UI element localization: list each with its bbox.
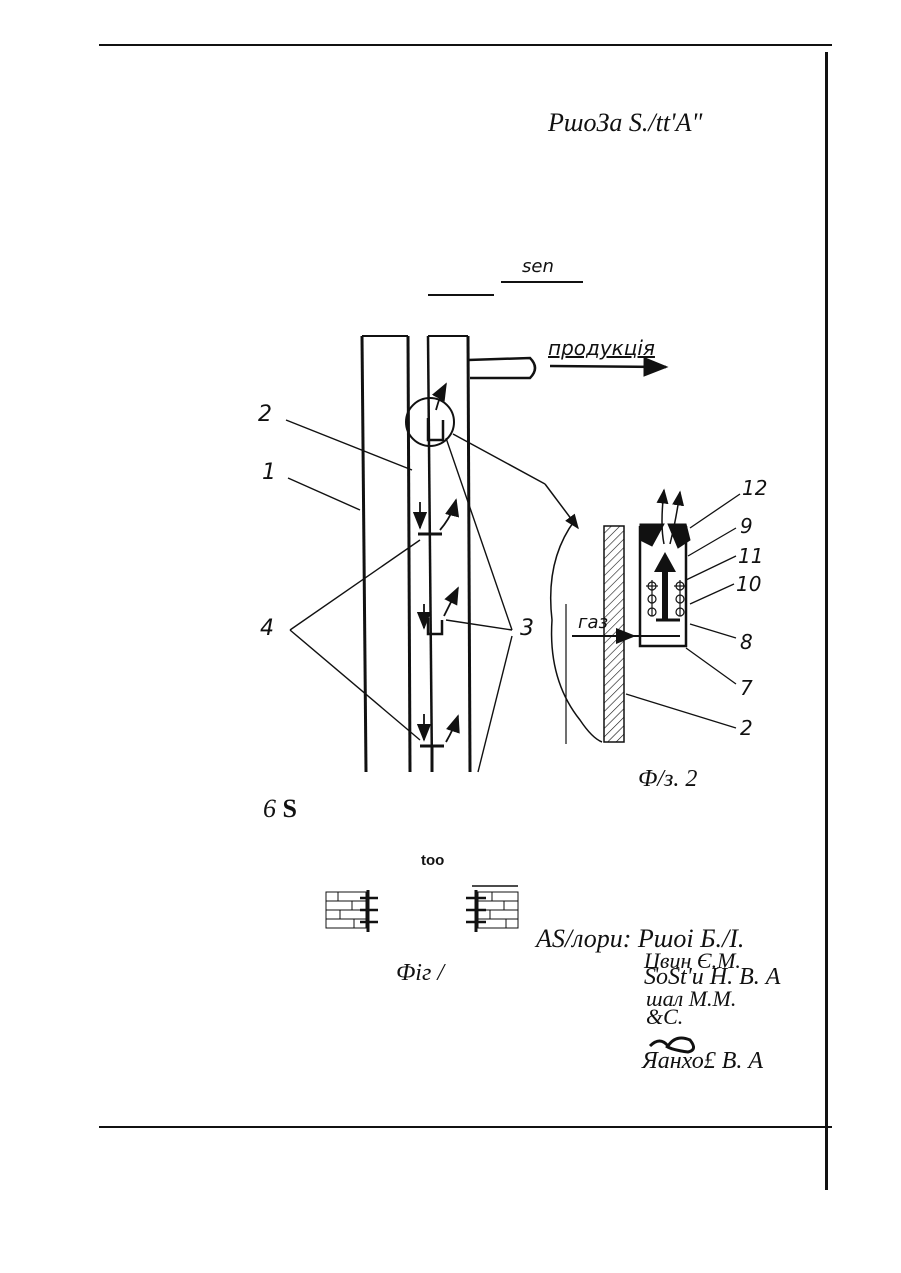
leader-lines — [286, 420, 512, 772]
detail-view — [551, 490, 690, 744]
author-line-5: Яанхо£ В. А — [642, 1048, 763, 1075]
callout-3: 3 — [520, 616, 534, 641]
gas-label: газ — [578, 612, 608, 633]
callout-7: 7 — [740, 676, 753, 700]
author-line-4: &С. — [646, 1004, 683, 1030]
figure-1-mark-number: 6 — [263, 794, 276, 823]
callout-8: 8 — [740, 630, 753, 654]
product-label: продукція — [548, 336, 655, 360]
figure-1-caption: Фіг / — [396, 960, 444, 987]
figure-1-mark: 6 S — [263, 794, 297, 824]
figure-1-mark-letter: S — [283, 794, 297, 823]
callout-1: 1 — [262, 460, 276, 485]
callout-11: 11 — [738, 544, 763, 568]
small-label-too: too — [421, 852, 444, 869]
flow-arrows — [420, 384, 458, 742]
callout-4: 4 — [260, 616, 274, 641]
callout-2-lower: 2 — [740, 716, 753, 740]
callout-2-upper: 2 — [258, 402, 272, 427]
callout-9: 9 — [740, 514, 753, 538]
product-arrow — [550, 366, 666, 367]
callout-12: 12 — [742, 476, 767, 500]
callout-10: 10 — [736, 572, 761, 596]
figure-2-caption: Ф/з. 2 — [638, 766, 697, 793]
column-walls — [362, 336, 535, 772]
brick-samples — [326, 886, 518, 932]
